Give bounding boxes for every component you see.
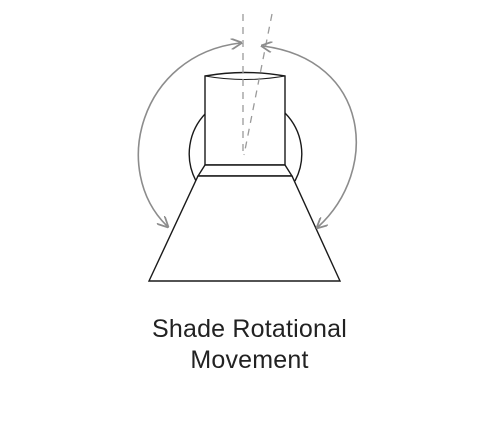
diagram-caption-line-1: Shade Rotational (151, 315, 347, 343)
diagram-caption-line-2: Movement (190, 346, 309, 374)
fixture-canister (204, 71, 286, 166)
rotation-arrow-right (263, 46, 357, 227)
rotation-arrow-left (137, 43, 240, 226)
shade-collar (196, 164, 294, 177)
rotation-axis-tilted (243, 13, 273, 156)
lamp-shade (147, 175, 342, 282)
